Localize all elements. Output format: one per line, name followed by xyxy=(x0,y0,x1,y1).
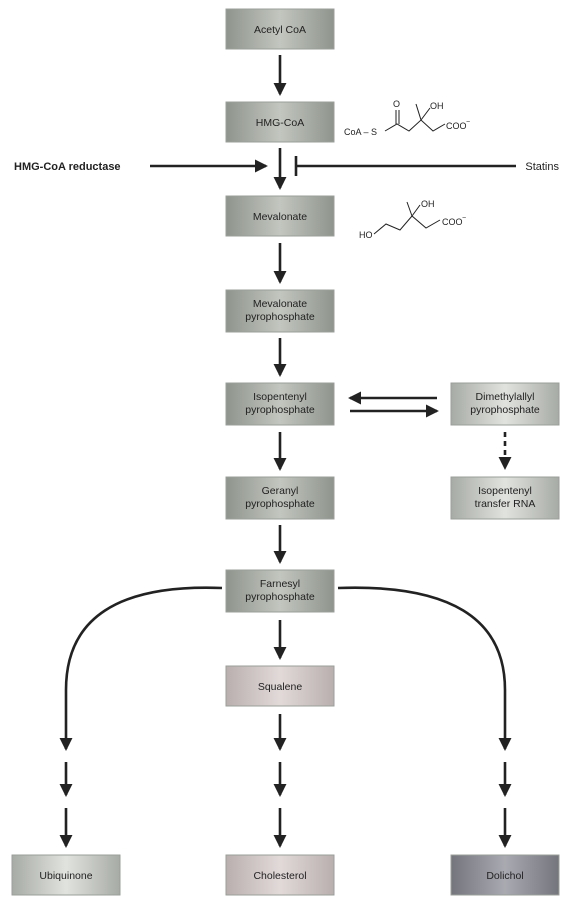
node-label-line: Isopentenyl xyxy=(478,485,532,497)
node-dolichol: Dolichol xyxy=(450,854,560,896)
node-label-line: pyrophosphate xyxy=(245,591,315,603)
hmg-coa-o-label: O xyxy=(393,99,400,109)
node-cholesterol: Cholesterol xyxy=(225,854,335,896)
node-label: Ubiquinone xyxy=(39,870,92,882)
node-label: Cholesterol xyxy=(253,870,306,882)
node-ubiquinone: Ubiquinone xyxy=(11,854,121,896)
mevalonate-oh-label: OH xyxy=(421,199,435,209)
hmg-coa-charge-label: − xyxy=(466,119,470,126)
node-label: Acetyl CoA xyxy=(254,24,306,36)
node-label-line: pyrophosphate xyxy=(245,404,315,416)
node-label-line: Dimethylallyl xyxy=(476,391,535,403)
mevalonate-methyl-bond xyxy=(406,201,413,217)
node-label-line: pyrophosphate xyxy=(245,311,315,323)
node-label: HMG-CoA xyxy=(256,117,304,129)
node-label-line: Acetyl CoA xyxy=(254,24,306,36)
inhibitor-label: Statins xyxy=(525,161,559,173)
node-squalene: Squalene xyxy=(225,665,335,707)
node-label-line: Geranyl xyxy=(262,485,299,497)
node-label-line: Isopentenyl xyxy=(253,391,307,403)
hmg-coa-bonds xyxy=(384,119,446,132)
node-mevalonate: Mevalonate xyxy=(225,195,335,237)
hmg-coa-structure: CoA – S O OH COO − xyxy=(344,99,470,137)
node-label-line: HMG-CoA xyxy=(256,117,304,129)
mevalonate-hydroxyl-bond xyxy=(411,204,421,217)
node-label-line: Ubiquinone xyxy=(39,870,92,882)
node-label-line: pyrophosphate xyxy=(245,498,315,510)
node-label-line: Mevalonate xyxy=(253,298,307,310)
node-label-line: Farnesyl xyxy=(260,578,300,590)
enzyme-label: HMG-CoA reductase xyxy=(14,161,121,173)
node-label-line: Cholesterol xyxy=(253,870,306,882)
hmg-coa-hydroxyl-bond xyxy=(420,107,431,121)
node-label-line: pyrophosphate xyxy=(470,404,540,416)
node-label: Squalene xyxy=(258,681,303,693)
mevalonate-bonds xyxy=(373,215,441,235)
node-label-line: Squalene xyxy=(258,681,303,693)
hmg-coa-methyl-bond xyxy=(415,103,422,121)
hmg-coa-coa-s-label: CoA – S xyxy=(344,127,377,137)
node-label: Mevalonate xyxy=(253,211,307,223)
mevalonate-charge-label: − xyxy=(462,215,466,222)
node-label-line: Mevalonate xyxy=(253,211,307,223)
mevalonate-coo-label: COO xyxy=(442,217,463,227)
mevalonate-structure: HO OH COO − xyxy=(359,199,466,240)
arrow-fpp-to-dolichol-curve xyxy=(337,586,512,751)
node-label: Dolichol xyxy=(486,870,523,882)
node-acetyl-coa: Acetyl CoA xyxy=(225,8,335,50)
node-label-line: Dolichol xyxy=(486,870,523,882)
arrow-fpp-to-ubiquinone-curve xyxy=(59,586,223,751)
hmg-coa-oh-label: OH xyxy=(430,101,444,111)
node-label-line: transfer RNA xyxy=(475,498,536,510)
mevalonate-ho-label: HO xyxy=(359,230,373,240)
hmg-coa-coo-label: COO xyxy=(446,121,467,131)
node-hmg-coa: HMG-CoA xyxy=(225,101,335,143)
